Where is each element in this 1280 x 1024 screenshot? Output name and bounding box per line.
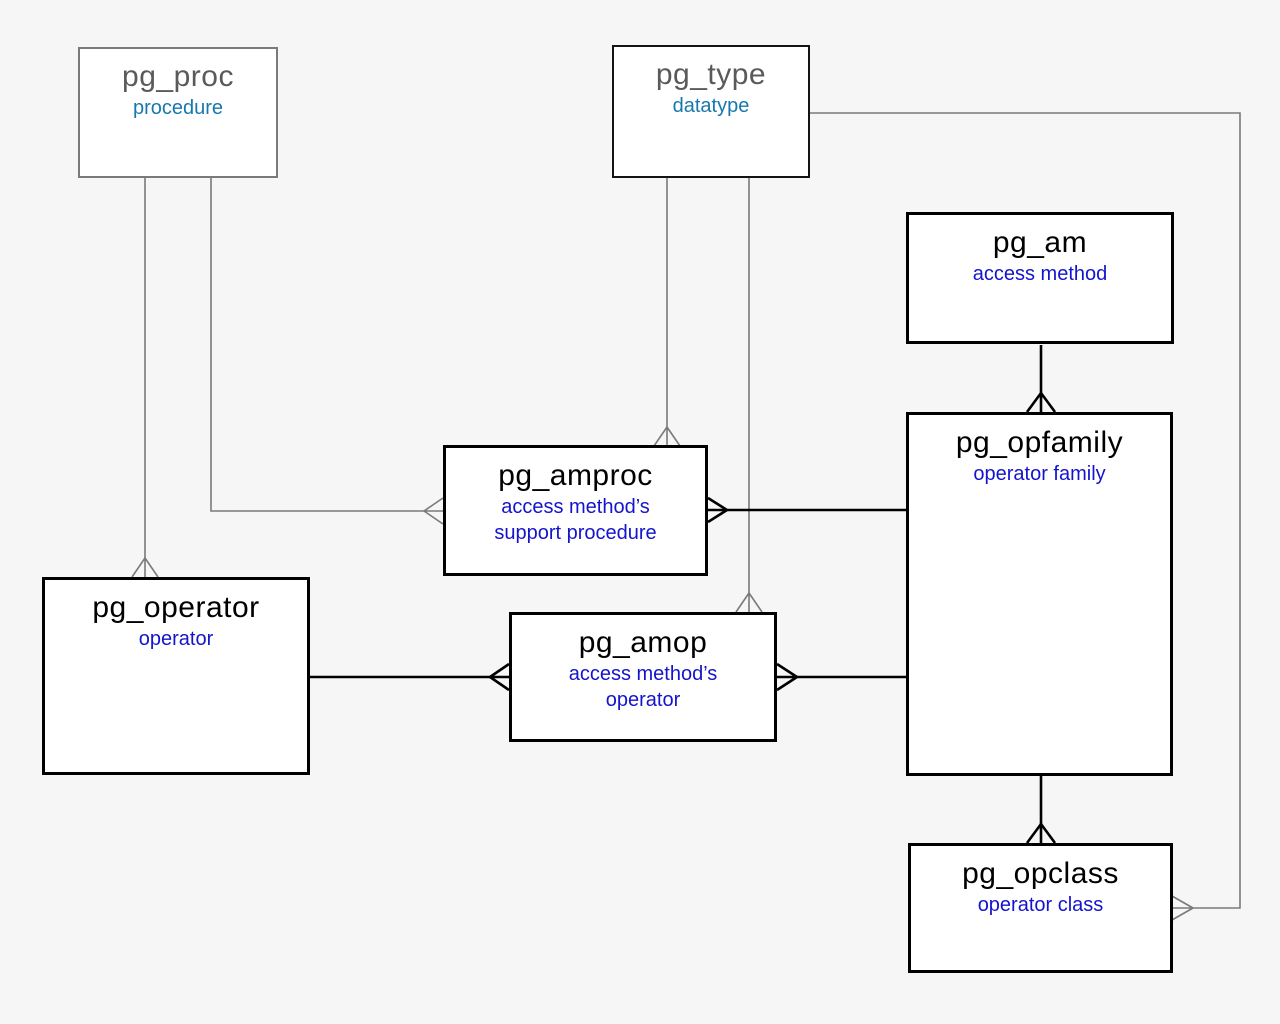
entity-pg-type-subtitle: datatype xyxy=(672,95,750,117)
rel-pgam-pgopfamily xyxy=(1025,345,1057,413)
entity-pg-am-title: pg_am xyxy=(992,226,1088,259)
rel-pgproc-pgoperator xyxy=(131,178,159,578)
entity-pg-type-title: pg_type xyxy=(655,58,767,91)
entity-pg-operator-subtitle: operator xyxy=(138,628,214,650)
rel-pgopfamily-pgopclass xyxy=(1025,776,1057,844)
rel-pgtype-pgamop xyxy=(735,178,763,613)
rel-pgopfamily-pgamop xyxy=(776,662,906,692)
entity-pg-proc-title: pg_proc xyxy=(122,60,234,93)
entity-pg-amproc-subtitle: access method’s support procedure xyxy=(494,496,657,544)
entity-pg-operator-title: pg_operator xyxy=(92,591,260,624)
rel-pgtype-pgopclass xyxy=(810,112,1241,921)
entity-pg-opfamily-subtitle: operator family xyxy=(973,463,1106,485)
entity-pg-proc-subtitle: procedure xyxy=(132,97,224,119)
rel-pgtype-pgamproc xyxy=(653,178,681,447)
entity-pg-am: pg_am access method xyxy=(906,212,1174,344)
rel-pgopfamily-pgamproc xyxy=(707,496,906,524)
entity-pg-opfamily-title: pg_opfamily xyxy=(955,426,1124,459)
entity-pg-type: pg_type datatype xyxy=(612,45,810,178)
entity-pg-amop: pg_amop access method’s operator xyxy=(509,612,777,742)
entity-pg-am-subtitle: access method xyxy=(972,263,1108,285)
entity-pg-opclass-subtitle: operator class xyxy=(977,894,1104,916)
entity-pg-amproc-title: pg_amproc xyxy=(498,459,653,492)
entity-pg-proc: pg_proc procedure xyxy=(78,47,278,178)
entity-pg-amop-subtitle: access method’s operator xyxy=(568,663,718,711)
rel-pgproc-pgamproc xyxy=(210,178,444,525)
entity-pg-opclass-title: pg_opclass xyxy=(962,857,1119,890)
entity-pg-opclass: pg_opclass operator class xyxy=(908,843,1173,973)
rel-pgoperator-pgamop xyxy=(310,662,510,692)
entity-pg-operator: pg_operator operator xyxy=(42,577,310,775)
entity-pg-amproc: pg_amproc access method’s support proced… xyxy=(443,445,708,576)
entity-pg-opfamily: pg_opfamily operator family xyxy=(906,412,1173,776)
entity-pg-amop-title: pg_amop xyxy=(578,626,708,659)
